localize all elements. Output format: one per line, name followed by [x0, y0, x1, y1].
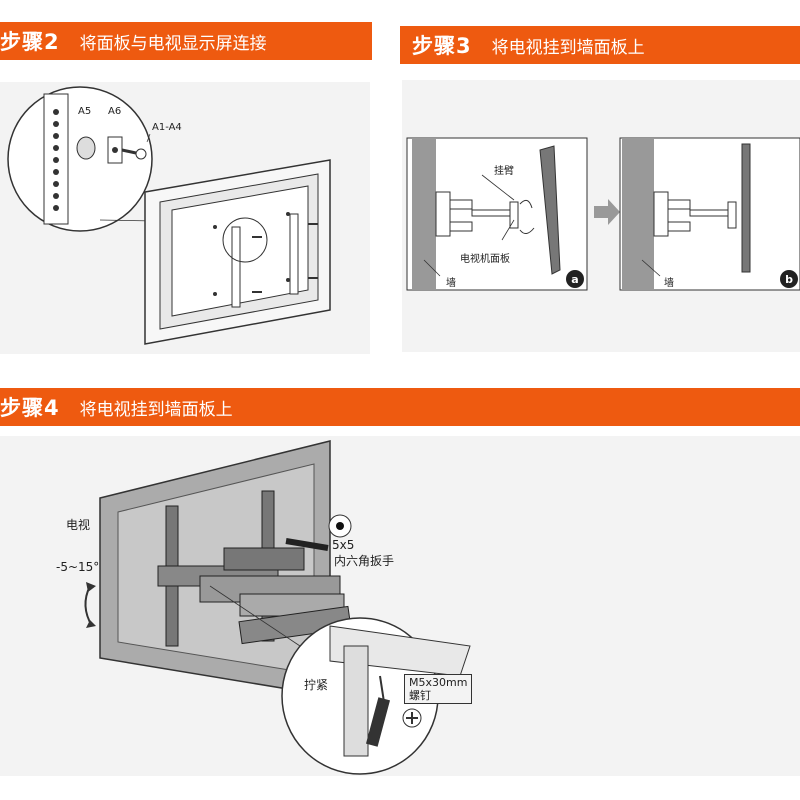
- part-a5-label: A5: [78, 106, 92, 117]
- step2-illustration-panel: A5 A6 A1-A4: [0, 82, 370, 354]
- wall-label-a: 墙: [446, 278, 456, 289]
- hex-wrench-label: 内六角扳手: [334, 554, 395, 568]
- tilt-angle-label: -5~15°: [56, 560, 100, 574]
- step4-title: 步骤4: [0, 396, 60, 420]
- step4-diagram: [84, 440, 471, 775]
- step4-illustration-panel: 电视 -5~15° 5x5 内六角扳手 拧紧 M5x30mm 螺钉: [0, 436, 800, 776]
- step3-badge-b: b: [780, 270, 798, 288]
- screw-label: 螺钉: [409, 689, 431, 702]
- step2-diagram: [7, 86, 331, 345]
- step4-banner: 步骤4 将电视挂到墙面板上: [0, 388, 800, 426]
- step3-banner: 步骤3 将电视挂到墙面板上: [400, 26, 800, 64]
- step2-description: 将面板与电视显示屏连接: [79, 33, 267, 54]
- step3-title: 步骤3: [412, 34, 472, 58]
- step3-illustration-panel: 挂臂 电视机面板 墙 墙 a b: [402, 80, 800, 352]
- step3-badge-a: a: [566, 270, 584, 288]
- screw-spec-box: M5x30mm 螺钉: [404, 674, 473, 704]
- part-a1-a4-label: A1-A4: [152, 122, 182, 133]
- step2-title: 步骤2: [0, 30, 60, 54]
- step3-diagram: [406, 137, 800, 291]
- step4-description: 将电视挂到墙面板上: [79, 399, 233, 420]
- part-a6-label: A6: [108, 106, 122, 117]
- step3-description: 将电视挂到墙面板上: [491, 37, 645, 58]
- hex-size-label: 5x5: [332, 538, 355, 552]
- arm-label: 挂臂: [494, 166, 514, 177]
- tv-label: 电视: [66, 518, 91, 532]
- step2-banner: 步骤2 将面板与电视显示屏连接: [0, 22, 372, 60]
- tv-panel-label: 电视机面板: [460, 254, 510, 265]
- screw-size-label: M5x30mm: [409, 676, 468, 689]
- tighten-label: 拧紧: [304, 678, 329, 692]
- wall-label-b: 墙: [664, 278, 674, 289]
